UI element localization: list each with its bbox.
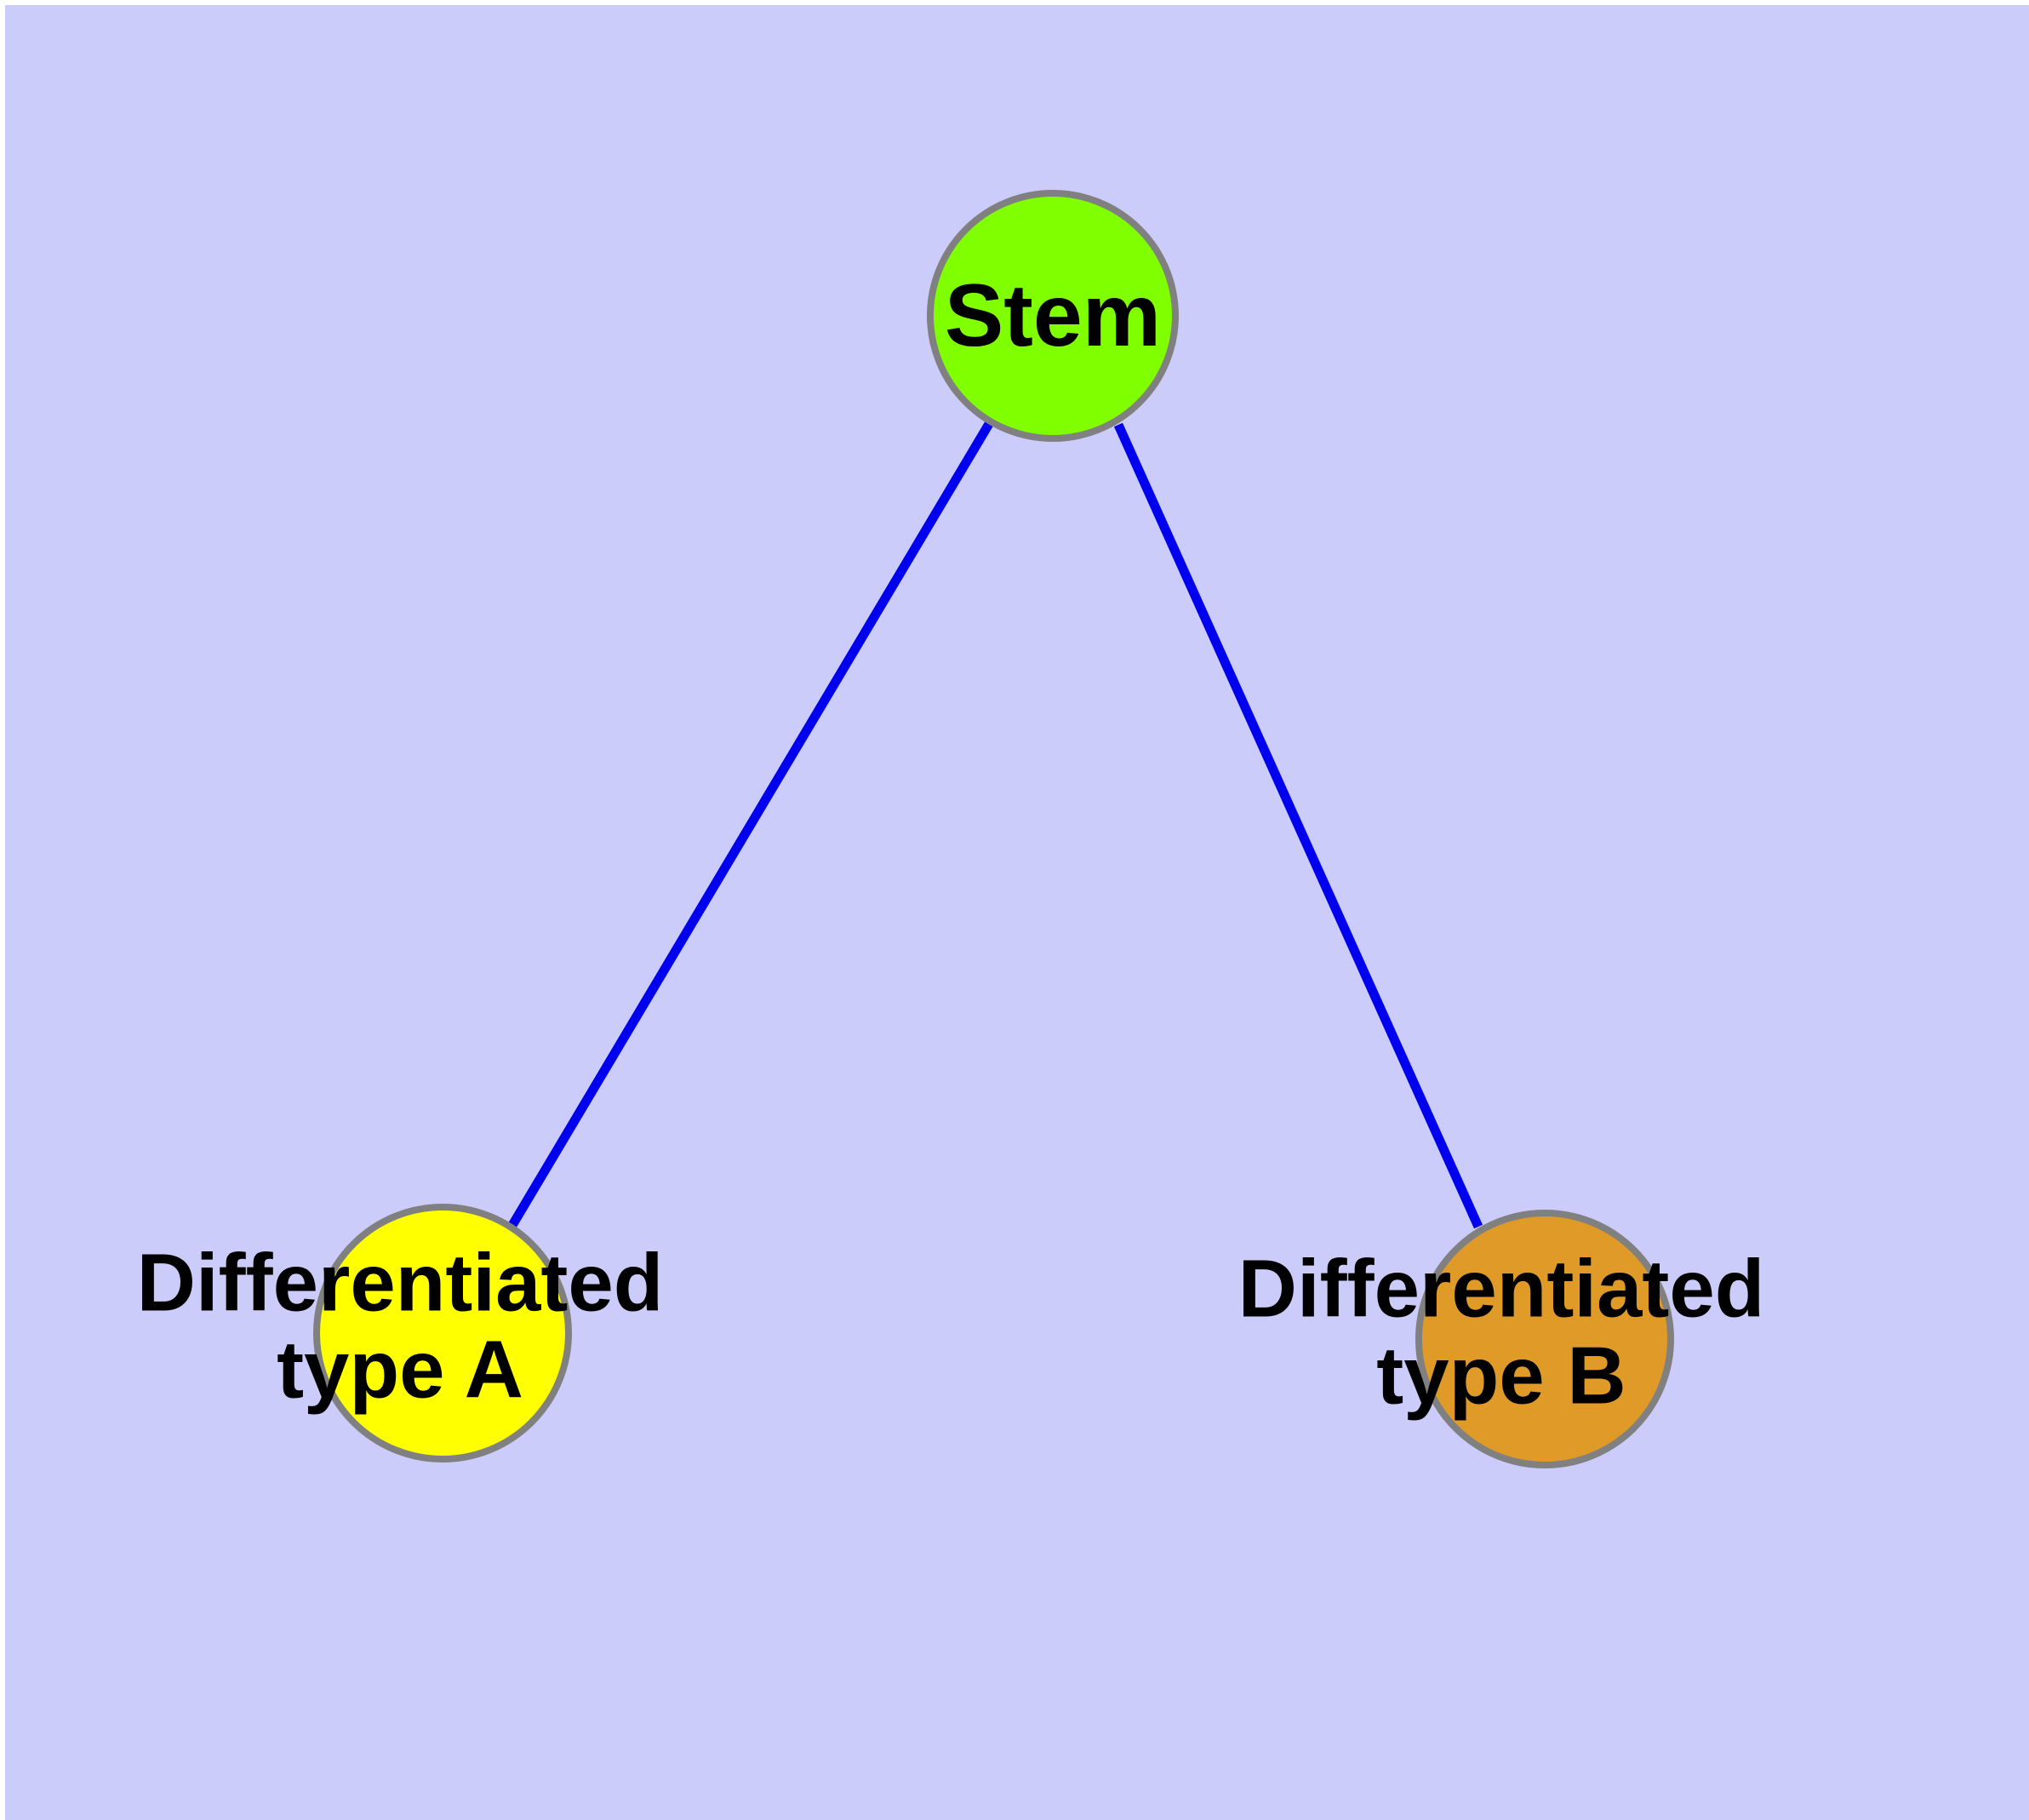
edge-stem-to-differentiated-type-a[interactable]: [507, 421, 993, 1229]
node-differentiated-type-a[interactable]: [313, 1204, 572, 1462]
edge-stem-to-differentiated-type-b[interactable]: [1113, 422, 1483, 1229]
node-layer: [313, 190, 1674, 1468]
edge-layer: [507, 421, 1483, 1229]
node-differentiated-type-b[interactable]: [1415, 1210, 1674, 1468]
node-stem[interactable]: [927, 190, 1179, 442]
